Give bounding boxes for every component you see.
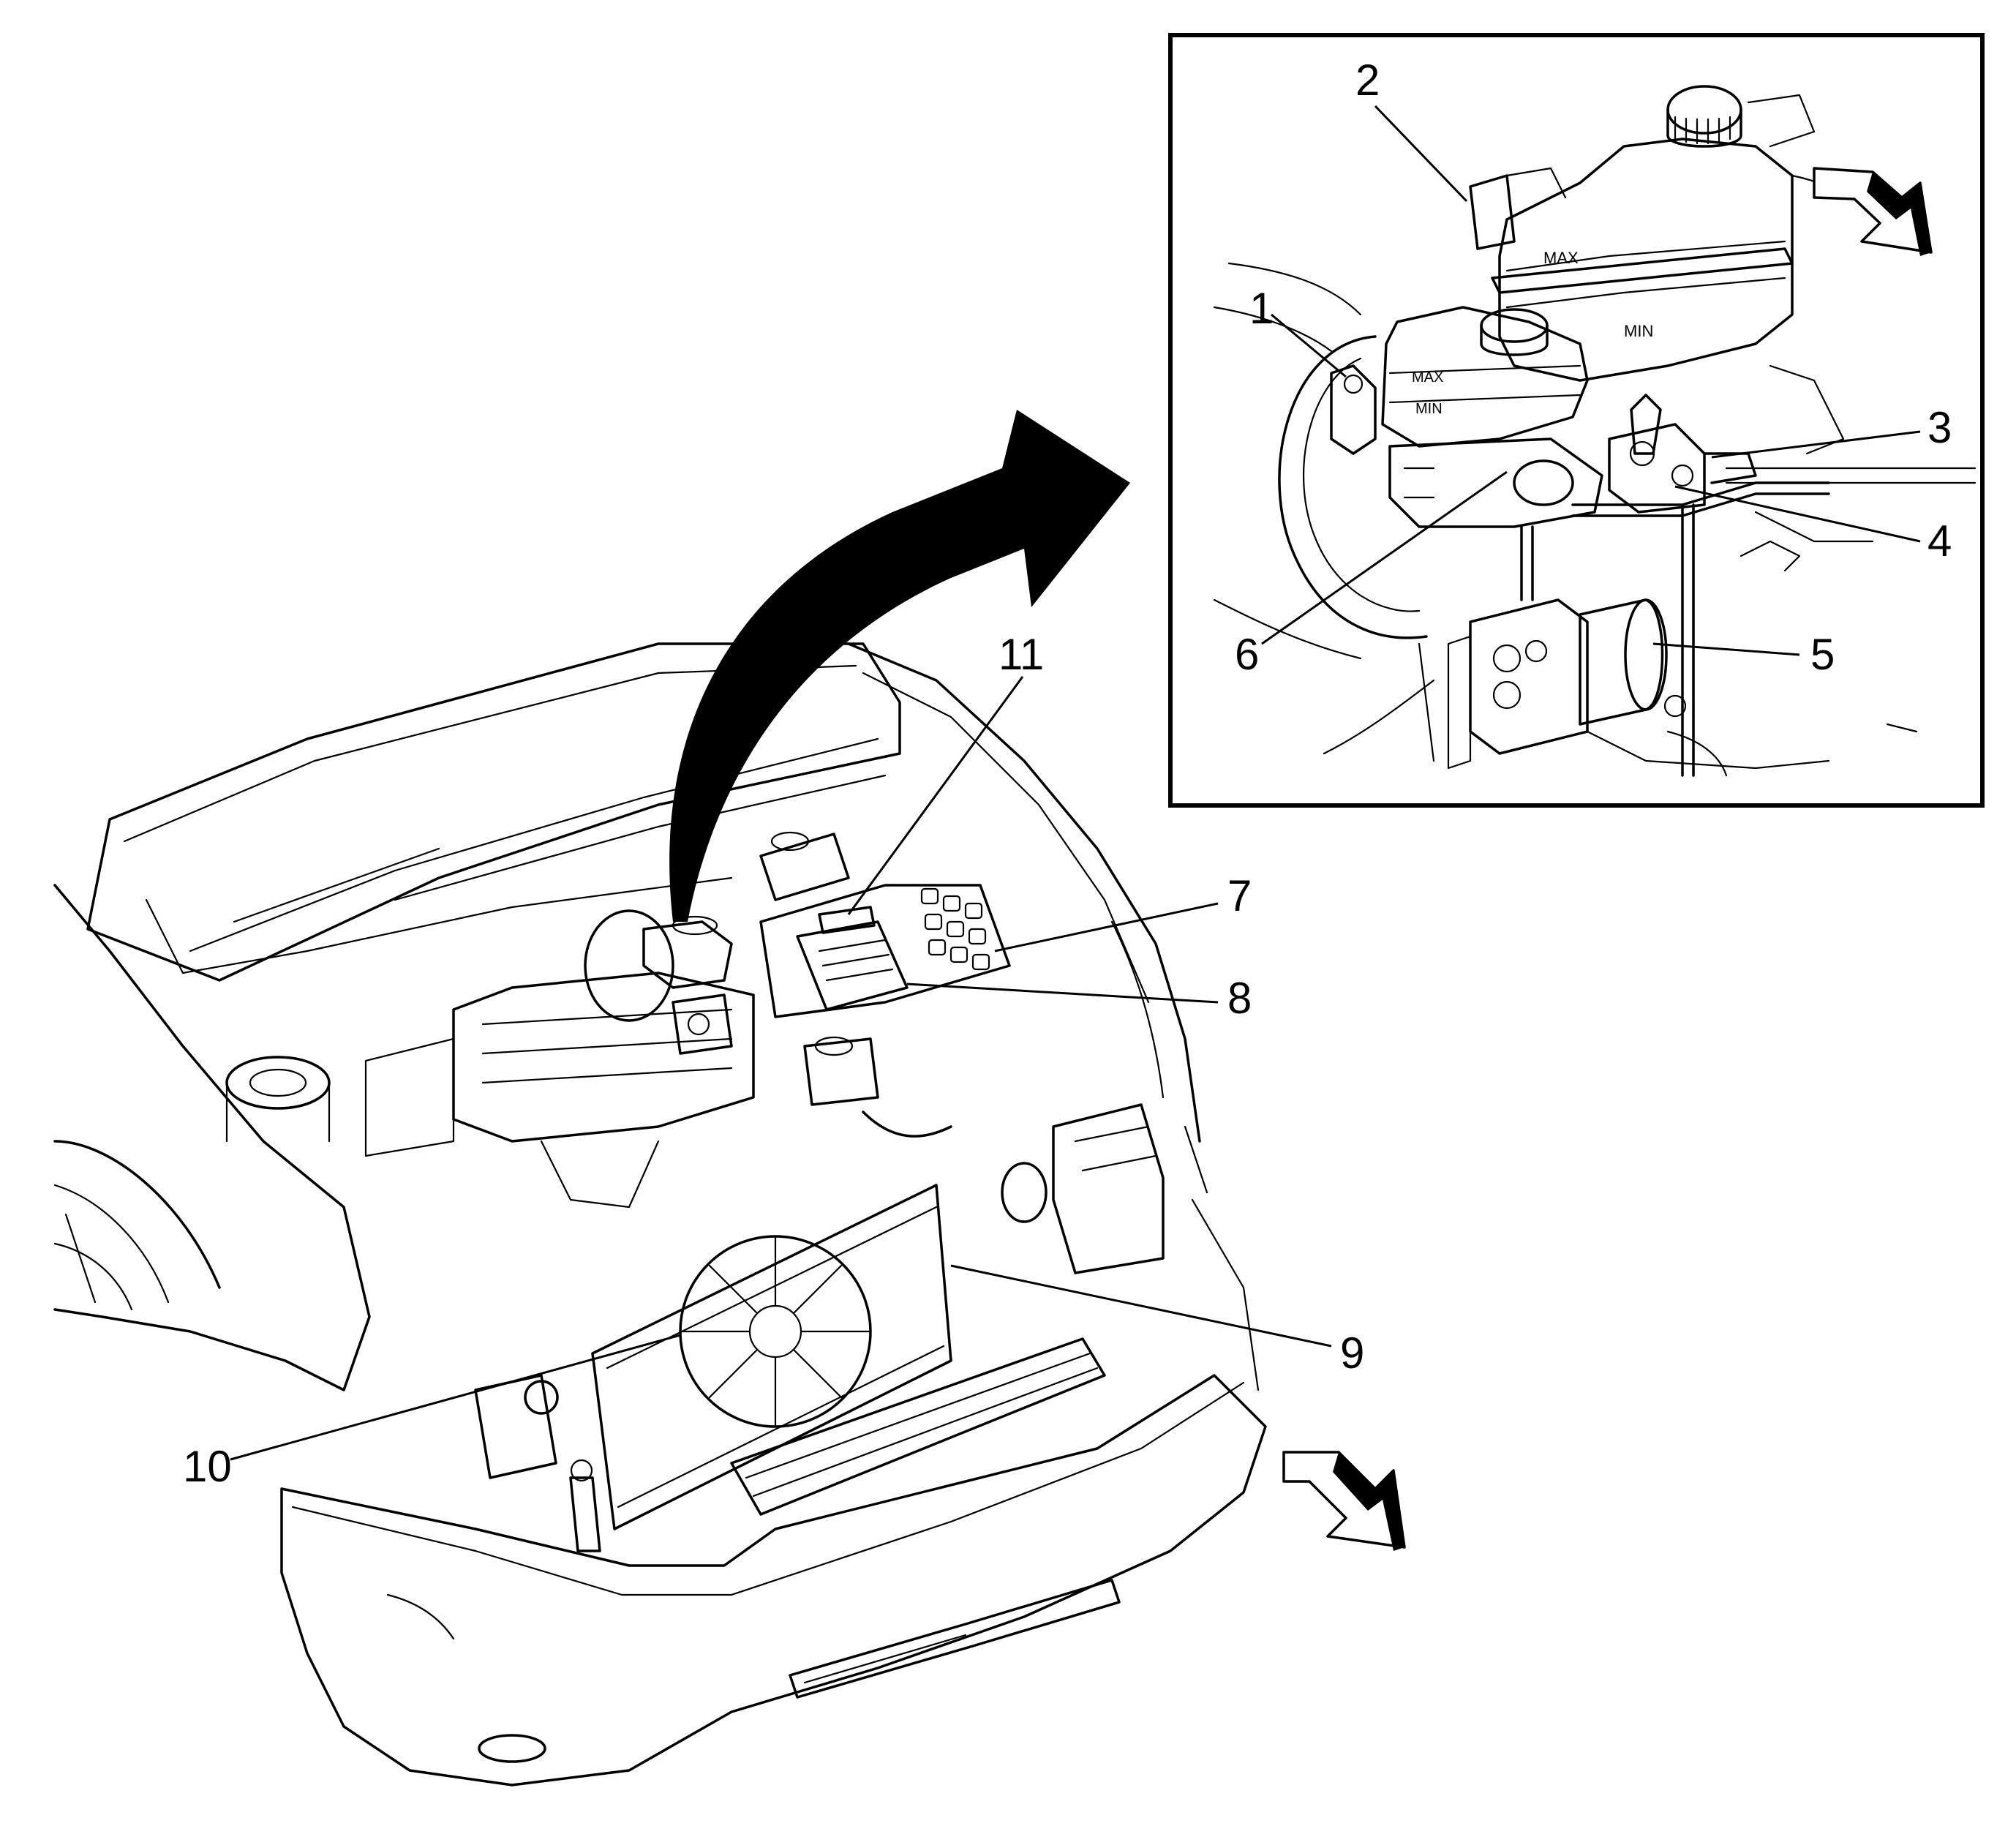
inset-direction-arrow-icon [1813, 167, 1933, 256]
brake-fluid-level-sensor [1330, 364, 1377, 455]
callout-3: 3 [1927, 403, 1952, 452]
callout-11: 11 [998, 630, 1044, 679]
hood [86, 642, 901, 982]
callout-1: 1 [1249, 284, 1274, 333]
brake-booster [1278, 335, 1428, 639]
radiator [591, 1184, 952, 1530]
callout-8: 8 [1227, 974, 1252, 1023]
right-fender [847, 642, 1201, 1143]
callout-7: 7 [1227, 871, 1252, 920]
front-direction-arrow-icon [1282, 1451, 1406, 1551]
brake-min-mark: MIN [1415, 401, 1443, 417]
callout-9: 9 [1340, 1329, 1364, 1378]
electronic-control-module [796, 920, 909, 1011]
coolant-min-mark: MIN [1624, 322, 1653, 340]
callout-4: 4 [1927, 516, 1952, 566]
air-box [1052, 1103, 1165, 1274]
leader-lines [230, 105, 1921, 1461]
front-bumper [280, 1374, 1267, 1786]
master-cylinder [1388, 437, 1603, 528]
coolant-max-mark: MAX [1543, 249, 1579, 267]
engine-cover [452, 972, 755, 1143]
left-fender [53, 884, 371, 1391]
callout-2: 2 [1355, 56, 1380, 105]
brake-fluid-reservoir [1381, 306, 1589, 448]
brake-max-mark: MAX [1412, 369, 1443, 386]
callout-labels: 1 2 3 4 5 6 7 8 9 10 11 [183, 56, 1952, 1491]
callout-6: 6 [1235, 630, 1259, 679]
detail-inset: MAX MIN MAX MIN [1168, 33, 1985, 808]
vehicle-front-view [53, 642, 1267, 1786]
callout-5: 5 [1810, 630, 1835, 679]
detail-frame [1168, 33, 1985, 808]
fuse-block [759, 884, 1011, 1018]
fog-lamp [478, 1734, 546, 1763]
callout-10: 10 [183, 1442, 232, 1491]
proportioning-valve [1608, 423, 1706, 514]
detail-curved-arrow-icon [669, 410, 1130, 922]
fuse-relays [920, 887, 990, 971]
